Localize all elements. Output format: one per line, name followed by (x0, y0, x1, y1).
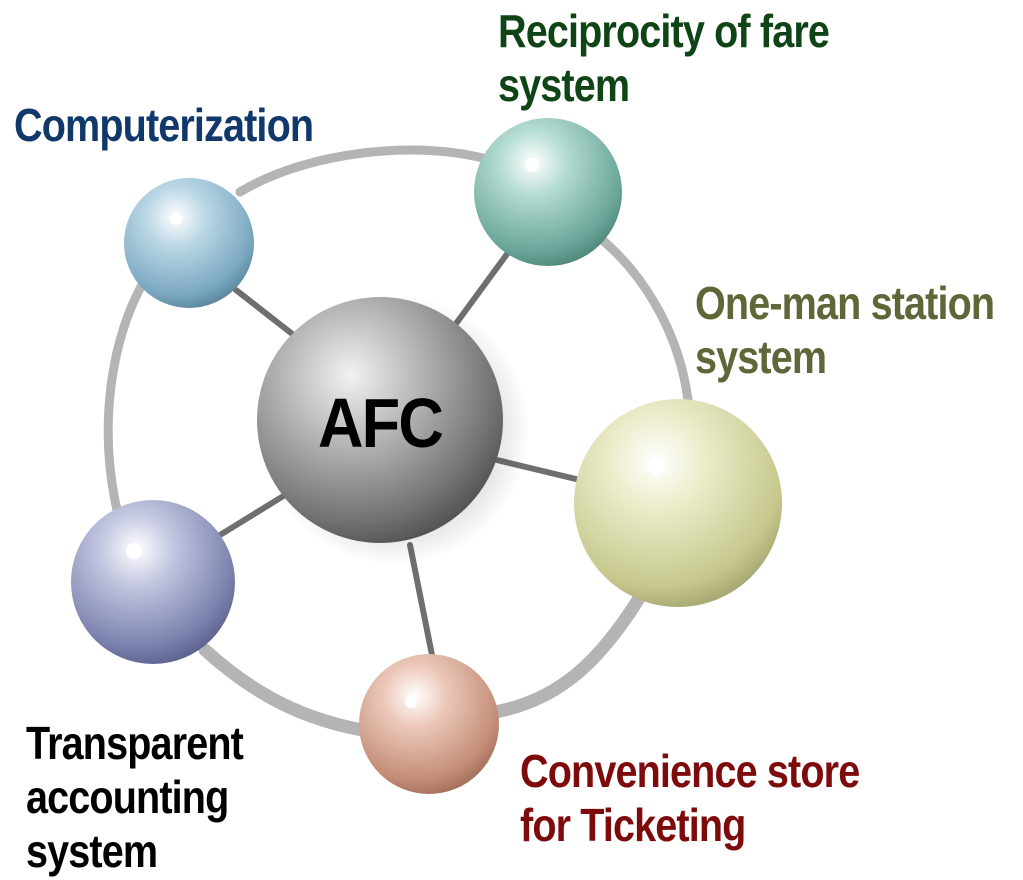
transparent-label: Transparent accounting system (26, 716, 244, 878)
convenience-label: Convenience store for Ticketing (520, 744, 860, 852)
reciprocity-label-line: Reciprocity of fare (498, 5, 830, 57)
transparent-label-line: accounting (26, 771, 229, 823)
transparent-highlight (126, 543, 142, 559)
oneman-label-line: One-man station (695, 277, 995, 329)
connector-transparent (217, 492, 288, 538)
transparent-label-line: system (26, 825, 158, 877)
connectors (217, 247, 583, 658)
convenience-sphere (359, 654, 499, 794)
ring-arc-bottom-left (198, 643, 369, 737)
computerization-highlight (170, 213, 182, 225)
computerization-label: Computerization (14, 98, 314, 152)
connector-reciprocity (452, 247, 513, 328)
reciprocity-label: Reciprocity of fare system (498, 4, 830, 112)
oneman-label: One-man station system (695, 276, 995, 384)
computerization-label-line: Computerization (14, 99, 314, 151)
node-computerization (124, 178, 254, 308)
node-reciprocity (474, 118, 622, 266)
ring-arc-bottom-right (488, 593, 645, 719)
transparent-label-line: Transparent (26, 717, 244, 769)
convenience-label-line: for Ticketing (520, 799, 746, 851)
oneman-sphere (574, 399, 782, 607)
center-sphere (257, 297, 503, 543)
center-node (257, 295, 530, 565)
transparent-sphere (71, 500, 235, 664)
node-oneman (574, 399, 782, 607)
connector-computerization (233, 287, 303, 343)
ring-arc-top (235, 145, 495, 197)
reciprocity-sphere (474, 118, 622, 266)
oneman-label-line: system (695, 331, 827, 383)
oneman-highlight (647, 457, 665, 475)
reciprocity-label-line: system (498, 59, 630, 111)
computerization-sphere (124, 178, 254, 308)
node-convenience (359, 654, 499, 794)
ring-arc-right (595, 233, 693, 405)
convenience-label-line: Convenience store (520, 745, 860, 797)
convenience-highlight (405, 696, 417, 708)
center-label: AFC (317, 384, 444, 462)
reciprocity-highlight (525, 158, 539, 172)
node-transparent (71, 500, 235, 664)
